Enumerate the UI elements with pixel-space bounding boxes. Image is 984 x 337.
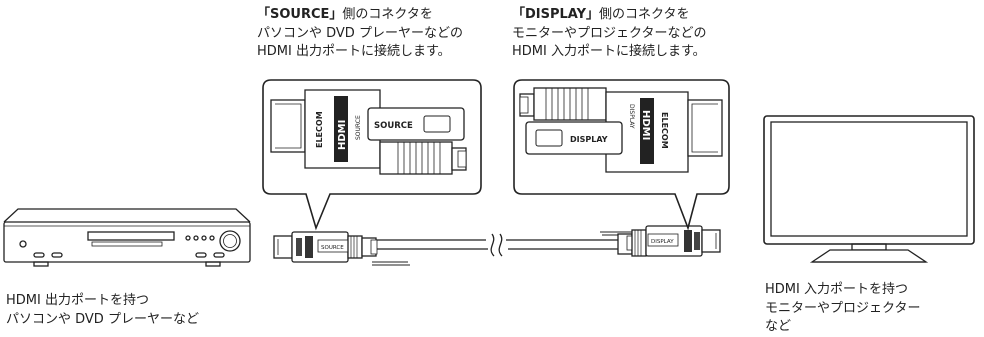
source-callout: ELECOM HDMI SOURCE SOURCE <box>262 79 482 231</box>
display-callout-plate-label: DISPLAY <box>570 135 608 144</box>
monitor-caption-line1: HDMI 入力ポートを持つ <box>765 282 908 297</box>
source-callout-brand: ELECOM <box>315 111 324 148</box>
display-callout-side: DISPLAY <box>628 104 635 129</box>
display-caption-line1: 「DISPLAY」側のコネクタを <box>512 6 706 25</box>
display-callout: DISPLAY DISPLAY HDMI ELECOM <box>513 79 730 231</box>
player-caption: HDMI 出力ポートを持つ パソコンや DVD プレーヤーなど <box>6 292 199 329</box>
source-callout-plate-label: SOURCE <box>374 121 413 131</box>
hdmi-cable <box>372 231 640 266</box>
source-caption-line3: HDMI 出力ポートに接続します。 <box>257 44 451 59</box>
monitor-caption-line2: モニターやプロジェクター <box>765 300 921 316</box>
source-caption: 「SOURCE」側のコネクタを パソコンや DVD プレーヤーなどの HDMI … <box>257 6 463 62</box>
source-callout-side: SOURCE <box>355 115 362 140</box>
source-callout-logo: HDMI <box>337 120 348 150</box>
source-caption-line2: パソコンや DVD プレーヤーなどの <box>257 25 463 41</box>
display-connector-small: DISPLAY <box>617 225 721 257</box>
display-caption-line3: HDMI 入力ポートに接続します。 <box>512 44 706 59</box>
display-callout-brand: ELECOM <box>660 112 669 149</box>
display-callout-logo: HDMI <box>640 110 651 140</box>
display-caption-line1-rest: 側のコネクタを <box>599 7 690 22</box>
monitor-caption: HDMI 入力ポートを持つ モニターやプロジェクター など <box>765 281 920 337</box>
display-caption: 「DISPLAY」側のコネクタを モニターやプロジェクターなどの HDMI 入力… <box>512 6 706 62</box>
display-caption-keyword: 「DISPLAY」 <box>512 7 600 22</box>
display-caption-line2: モニターやプロジェクターなどの <box>512 25 707 41</box>
player-caption-line2: パソコンや DVD プレーヤーなど <box>6 311 199 327</box>
source-caption-line1-rest: 側のコネクタを <box>342 7 433 22</box>
monitor-illustration <box>763 115 975 263</box>
source-connector-small: SOURCE <box>273 231 378 263</box>
dvd-player-illustration <box>3 208 251 267</box>
source-caption-keyword: 「SOURCE」 <box>257 7 343 22</box>
player-caption-line1: HDMI 出力ポートを持つ <box>6 293 149 308</box>
monitor-caption-line3: など <box>765 319 792 334</box>
source-caption-line1: 「SOURCE」側のコネクタを <box>257 6 463 25</box>
display-connector-small-label: DISPLAY <box>651 239 674 245</box>
source-connector-small-label: SOURCE <box>321 245 344 251</box>
